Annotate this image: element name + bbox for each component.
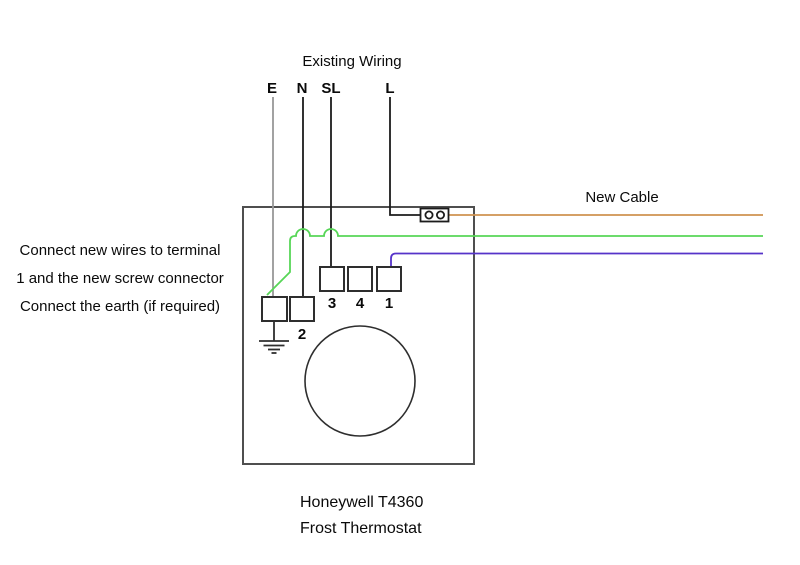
existing-wiring-title: Existing Wiring	[302, 53, 401, 70]
label-live-wire: L	[385, 80, 394, 97]
new-cable-label: New Cable	[585, 189, 658, 206]
terminal-4	[347, 266, 373, 292]
screw-connector-screw-left	[424, 210, 434, 220]
terminal-1-label: 1	[385, 295, 393, 312]
terminal-3	[319, 266, 345, 292]
existing-live-wire	[389, 97, 421, 216]
caption-product: Frost Thermostat	[300, 520, 422, 537]
new-cable-earth-wire	[266, 228, 763, 296]
terminal-3-label: 3	[328, 295, 336, 312]
earth-ground-icon	[259, 321, 289, 354]
thermostat-enclosure	[242, 206, 475, 465]
caption-model: Honeywell T4360	[300, 494, 423, 511]
label-switched-live-wire: SL	[321, 80, 340, 97]
terminal-1	[376, 266, 402, 292]
terminal-earth	[261, 296, 288, 322]
screw-connector-icon	[419, 207, 450, 223]
label-neutral-wire: N	[297, 80, 308, 97]
terminal-2-label: 2	[298, 326, 306, 343]
label-earth-wire: E	[267, 80, 277, 97]
note-line-2: 1 and the new screw connector	[16, 270, 224, 287]
note-line-3: Connect the earth (if required)	[20, 298, 220, 315]
new-cable-neutral-wire	[390, 252, 763, 267]
thermostat-dial-icon	[304, 325, 416, 437]
terminal-2	[289, 296, 315, 322]
screw-connector-screw-right	[435, 210, 445, 220]
terminal-4-label: 4	[356, 295, 365, 312]
note-line-1: Connect new wires to terminal	[20, 242, 221, 259]
